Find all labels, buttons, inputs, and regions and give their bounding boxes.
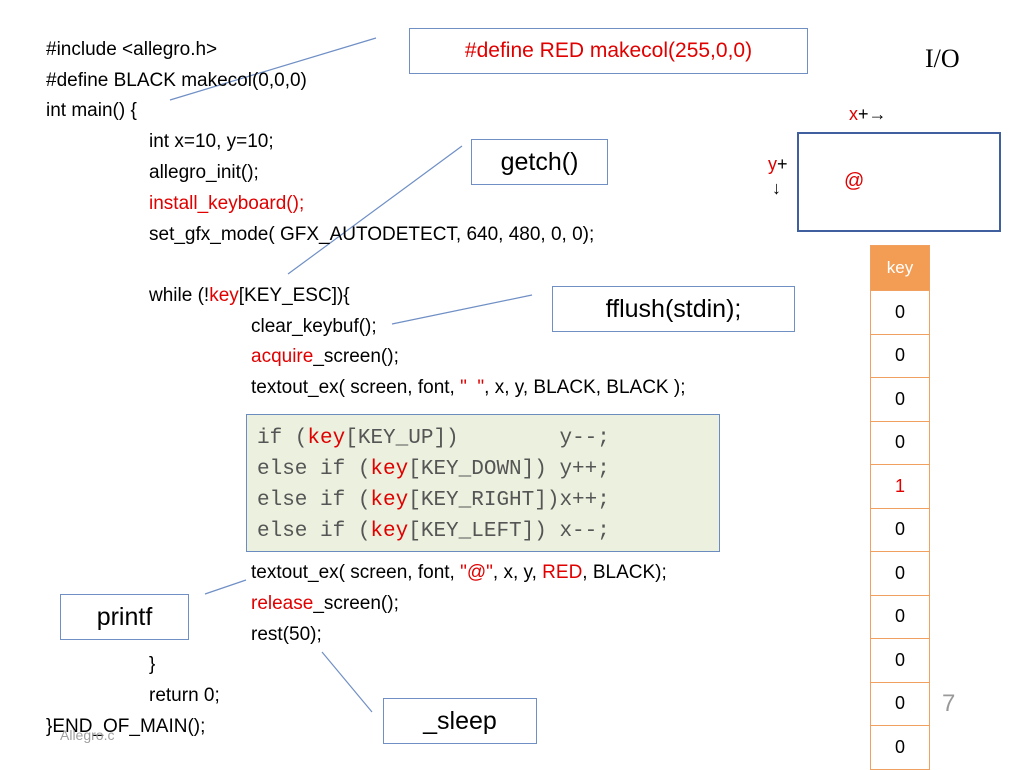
- key-cell: 0: [870, 551, 930, 596]
- y-plus: +: [777, 154, 788, 174]
- if-line-1-post: [KEY_UP]) y--;: [345, 427, 610, 450]
- if-line-3-post: [KEY_RIGHT])x++;: [408, 489, 610, 512]
- code-textout-blank-str: " ": [460, 377, 485, 398]
- code-textout-at-mid: , x, y,: [492, 562, 543, 583]
- define-red-connector: [169, 37, 377, 101]
- cursor-at-char: @: [844, 170, 865, 192]
- code-main: int main() {: [46, 100, 137, 121]
- code-while-post: [KEY_ESC]){: [238, 285, 350, 306]
- sleep-callout: _sleep: [383, 698, 537, 744]
- code-textout-at-str: "@": [460, 562, 493, 583]
- x-label: x: [849, 104, 858, 124]
- if-line-3-pre: else if (: [257, 489, 371, 512]
- y-axis-label: y+: [768, 154, 788, 175]
- key-cell: 0: [870, 638, 930, 683]
- key-cell: 0: [870, 290, 930, 335]
- code-textout-at-post: , BLACK);: [582, 562, 667, 583]
- right-arrow-icon: →: [868, 104, 887, 124]
- code-textout-at-red: RED: [542, 562, 583, 583]
- getch-connector: [287, 145, 463, 275]
- if-line-3-key: key: [370, 489, 409, 512]
- code-while-close: }: [149, 654, 156, 675]
- key-cell: 0: [870, 377, 930, 422]
- key-cell: 0: [870, 681, 930, 726]
- code-end-of-main: }END_OF_MAIN();: [46, 716, 206, 737]
- key-cell: 0: [870, 594, 930, 639]
- code-define-black: #define BLACK makecol(0,0,0): [46, 70, 307, 91]
- key-cell: 0: [870, 420, 930, 465]
- printf-callout: printf: [60, 594, 189, 640]
- if-line-2: else if (key[KEY_DOWN]) y++;: [257, 454, 719, 485]
- code-acquire-word: acquire: [251, 346, 314, 367]
- getch-callout: getch(): [471, 139, 608, 185]
- y-label: y: [768, 154, 777, 174]
- code-textout-blank: textout_ex( screen, font, " ", x, y, BLA…: [251, 376, 686, 400]
- code-textout-blank-pre: textout_ex( screen, font,: [251, 377, 461, 398]
- code-release-rest: _screen();: [313, 593, 399, 614]
- code-release-screen: release_screen();: [251, 592, 399, 616]
- code-textout-at: textout_ex( screen, font, "@", x, y, RED…: [251, 561, 667, 585]
- code-textout-at-pre: textout_ex( screen, font,: [251, 562, 461, 583]
- code-acquire-screen: acquire_screen();: [251, 345, 399, 369]
- sleep-connector: [321, 651, 373, 713]
- if-line-2-post: [KEY_DOWN]) y++;: [408, 458, 610, 481]
- x-axis-label: x+→: [849, 104, 887, 125]
- code-clear-keybuf: clear_keybuf();: [251, 316, 377, 337]
- if-line-1: if (key[KEY_UP]) y--;: [257, 423, 719, 454]
- if-line-1-key: key: [307, 427, 346, 450]
- footer-filename: Allegro.c: [60, 727, 115, 743]
- fflush-connector: [391, 294, 533, 325]
- key-cell: 0: [870, 725, 930, 770]
- define-red-callout: #define RED makecol(255,0,0): [409, 28, 808, 74]
- if-line-4-pre: else if (: [257, 520, 371, 543]
- if-line-1-pre: if (: [257, 427, 308, 450]
- if-line-4: else if (key[KEY_LEFT]) x--;: [257, 516, 719, 547]
- code-while-pre: while (!: [149, 285, 210, 306]
- fflush-callout: fflush(stdin);: [552, 286, 795, 332]
- if-line-4-key: key: [370, 520, 409, 543]
- code-rest: rest(50);: [251, 624, 322, 645]
- slide-number: 7: [942, 690, 956, 717]
- key-cell-active: 1: [870, 464, 930, 509]
- key-table-header: key: [870, 245, 930, 291]
- key-cell: 0: [870, 507, 930, 552]
- printf-connector: [204, 579, 247, 595]
- if-line-2-key: key: [370, 458, 409, 481]
- code-while: while (!key[KEY_ESC]){: [149, 284, 350, 308]
- code-acquire-rest: _screen();: [313, 346, 399, 367]
- io-title: I/O: [925, 44, 960, 73]
- x-plus: +: [858, 104, 869, 124]
- code-set-gfx-mode: set_gfx_mode( GFX_AUTODETECT, 640, 480, …: [149, 224, 595, 245]
- code-return: return 0;: [149, 685, 220, 706]
- output-screen: @: [797, 132, 1001, 232]
- code-allegro-init: allegro_init();: [149, 162, 259, 183]
- code-include: #include <allegro.h>: [46, 39, 218, 60]
- code-install-keyboard: install_keyboard();: [149, 193, 305, 214]
- key-array-table: key 0 0 0 0 1 0 0 0 0 0 0: [870, 245, 930, 770]
- if-else-codebox: if (key[KEY_UP]) y--; else if (key[KEY_D…: [246, 414, 720, 552]
- code-while-key: key: [209, 285, 239, 306]
- if-line-4-post: [KEY_LEFT]) x--;: [408, 520, 610, 543]
- code-release-word: release: [251, 593, 314, 614]
- key-cell: 0: [870, 333, 930, 378]
- code-int-xy: int x=10, y=10;: [149, 131, 274, 152]
- code-textout-blank-post: , x, y, BLACK, BLACK );: [484, 377, 686, 398]
- down-arrow-icon: ↓: [772, 178, 781, 198]
- if-line-3: else if (key[KEY_RIGHT])x++;: [257, 485, 719, 516]
- if-line-2-pre: else if (: [257, 458, 371, 481]
